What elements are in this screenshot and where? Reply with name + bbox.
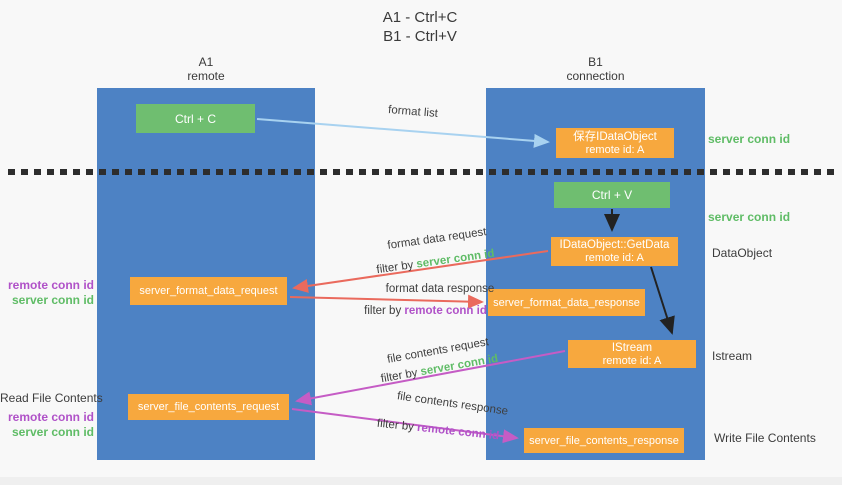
istream-side-label: Istream — [712, 349, 753, 363]
right-server-conn-id-top: server conn id — [708, 132, 791, 146]
column-a1-name: A1 — [198, 55, 214, 69]
column-b1-name: B1 — [588, 55, 603, 69]
server-conn-id-text: server conn id — [415, 247, 496, 271]
format-list-label: format list — [387, 104, 439, 120]
diagram-title: A1 - Ctrl+C B1 - Ctrl+V — [300, 8, 540, 46]
ctrl-v-label: Ctrl + V — [591, 188, 633, 202]
save-idataobject-box: 保存IDataObject remote id: A — [556, 128, 674, 158]
filter-by-text: filter by — [364, 305, 402, 317]
getdata-line2: remote id: A — [585, 252, 644, 264]
left-remote-conn-id-1: remote conn id — [7, 278, 94, 292]
column-header-a1: A1 remote — [97, 55, 315, 83]
idataobject-getdata-box: IDataObject::GetData remote id: A — [551, 237, 678, 266]
left-server-conn-id-2: server conn id — [11, 425, 94, 439]
server-file-contents-response-label: server_file_contents_response — [529, 434, 679, 447]
server-format-data-response-box: server_format_data_response — [488, 289, 645, 316]
ctrl-c-label: Ctrl + C — [174, 111, 216, 126]
istream-box: IStream remote id: A — [568, 340, 696, 368]
column-b1-subtitle: connection — [566, 69, 625, 83]
filter-by-text: filter by — [376, 417, 415, 434]
format-data-response-filter-label: filter by remote conn id — [338, 305, 513, 317]
read-file-contents-label: Read File Contents — [0, 391, 103, 405]
remote-conn-id-text: remote conn id — [404, 305, 487, 317]
server-file-contents-response-box: server_file_contents_response — [524, 428, 684, 453]
left-server-conn-id-1: server conn id — [11, 293, 94, 307]
istream-line2: remote id: A — [602, 354, 662, 367]
save-idataobject-line1: 保存IDataObject — [573, 130, 657, 143]
server-file-contents-request-label: server_file_contents_request — [137, 401, 280, 413]
column-a1-subtitle: remote — [187, 69, 225, 83]
column-header-b1: B1 connection — [486, 55, 705, 83]
filter-by-text: filter by — [379, 366, 419, 386]
right-server-conn-id-mid: server conn id — [708, 210, 791, 224]
title-line-2: B1 - Ctrl+V — [383, 28, 457, 45]
save-idataobject-line2: remote id: A — [585, 143, 645, 156]
title-line-1: A1 - Ctrl+C — [382, 9, 458, 26]
ctrl-v-box: Ctrl + V — [554, 182, 670, 208]
server-format-data-request-box: server_format_data_request — [130, 277, 287, 305]
istream-line1: IStream — [611, 341, 653, 354]
dashed-divider-line — [8, 169, 836, 175]
bottom-strip — [0, 477, 842, 485]
dataobject-label: DataObject — [712, 246, 773, 260]
write-file-contents-label: Write File Contents — [714, 431, 816, 445]
server-format-data-request-label: server_format_data_request — [139, 285, 278, 297]
server-file-contents-request-box: server_file_contents_request — [128, 394, 289, 420]
arrow-format-data-response — [289, 294, 484, 309]
getdata-line1: IDataObject::GetData — [559, 239, 670, 251]
server-format-data-response-label: server_format_data_response — [493, 296, 640, 309]
left-remote-conn-id-2: remote conn id — [7, 410, 94, 424]
format-data-response-label: format data response — [385, 283, 495, 295]
ctrl-c-box: Ctrl + C — [136, 104, 255, 133]
filter-by-text: filter by — [375, 259, 415, 277]
